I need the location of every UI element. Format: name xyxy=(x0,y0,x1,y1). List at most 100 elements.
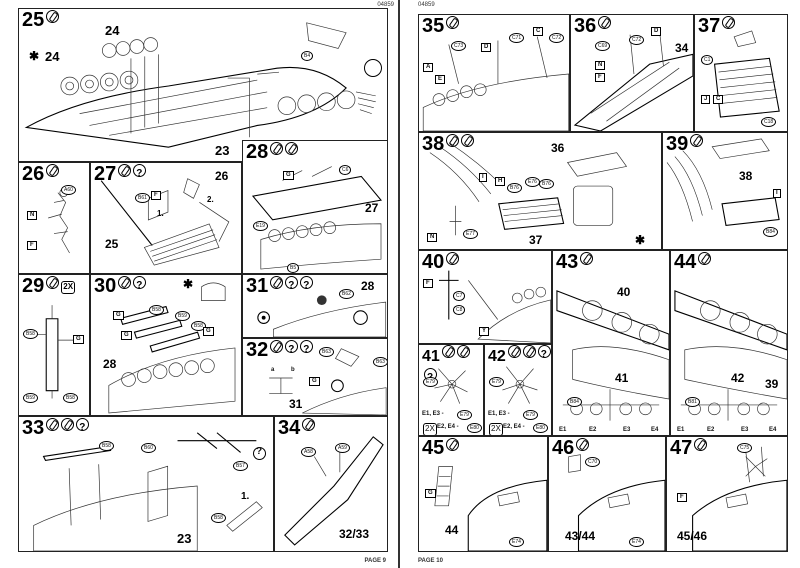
glue-icon xyxy=(456,345,470,358)
step-34-number: 34 xyxy=(278,417,316,439)
document-code: 04859 xyxy=(377,2,394,8)
part-ref: B59 xyxy=(175,311,190,321)
callout-part-36: 36 xyxy=(551,141,565,155)
step-45-number: 45 xyxy=(422,437,460,459)
callout-part-25: 25 xyxy=(105,237,119,251)
step-31-number: 31 xyxy=(246,275,314,297)
engine-e2-label: E2 xyxy=(589,427,597,433)
callout-part-28: 28 xyxy=(103,357,117,371)
question-icon xyxy=(537,345,551,366)
step-39-panel: 39 38 B84 I xyxy=(662,132,788,250)
callout-part-40: 40 xyxy=(617,285,631,299)
glue-icon xyxy=(61,418,75,431)
callout-part-26: 26 xyxy=(215,169,229,183)
glue-icon xyxy=(507,345,521,358)
part-ref: E74 xyxy=(629,537,644,547)
step-44-number: 44 xyxy=(674,251,712,273)
callout-part-32-33: 32/33 xyxy=(339,527,370,541)
step-30-panel: 30 ✱ 28 B58 B59 B58 G G G xyxy=(90,274,242,416)
part-ref: B5 xyxy=(287,263,300,273)
part-ref: E80 xyxy=(467,423,482,433)
part-ref: A60 xyxy=(61,185,76,195)
engine-label: E1, E3 - xyxy=(422,411,444,417)
glue-icon xyxy=(270,276,284,289)
part-ref: E19 xyxy=(253,221,268,231)
question-icon xyxy=(285,275,299,297)
step-45-panel: 45 44 E74 G xyxy=(418,436,548,552)
glue-icon xyxy=(446,134,460,147)
step-42-drawing xyxy=(502,366,538,404)
callout-part-37: 37 xyxy=(529,233,543,247)
step-27-panel: 27 26 25 1. 2. B61 F xyxy=(90,162,242,274)
engine-e4-label: E4 xyxy=(769,427,777,433)
part-ref: C7 xyxy=(453,291,466,301)
part-ref: B63 xyxy=(319,347,334,357)
question-icon xyxy=(300,275,314,297)
marker-tag: G xyxy=(73,335,84,344)
step-38-panel: 38 36 37 ✱ B76 E77 E76 B76 N I H xyxy=(418,132,662,250)
glue-icon xyxy=(46,276,60,289)
callout-part-23: 23 xyxy=(177,531,192,546)
step-34-panel: 34 32/33 A58 A59 xyxy=(274,416,388,552)
step-35-panel: 35 C73 C71 C72 A D C E xyxy=(418,14,570,132)
marker-tag: G xyxy=(121,331,132,340)
part-ref: A59 xyxy=(335,443,350,453)
part-ref: C72 xyxy=(549,33,565,43)
step-33-drawing xyxy=(33,432,263,551)
step-37-number: 37 xyxy=(698,15,736,37)
step-43-drawing xyxy=(556,290,669,421)
asterisk-mark: ✱ xyxy=(183,277,194,291)
step-33-number: 33 xyxy=(22,417,90,439)
step-35-number: 35 xyxy=(422,15,460,37)
callout-part-24: 24 xyxy=(45,49,60,64)
callout-part-38: 38 xyxy=(739,169,753,183)
step-37-panel: 37 C1 C18 J C xyxy=(694,14,788,132)
times-two-badge: 2X xyxy=(489,423,503,435)
step-45-drawing xyxy=(434,466,547,551)
question-icon xyxy=(76,417,90,439)
part-ref: B58 xyxy=(99,441,114,451)
part-ref: B57 xyxy=(233,461,248,471)
callout-part-45-46: 45/46 xyxy=(677,529,708,543)
part-ref: B76 xyxy=(539,179,554,189)
step-32-panel: 32 31 a b B63 B63 G xyxy=(242,338,388,416)
times-two-badge: 2X xyxy=(61,281,76,294)
asterisk-mark: ✱ xyxy=(635,233,646,247)
part-ref: B58 xyxy=(191,321,206,331)
marker-tag: F xyxy=(151,191,161,200)
page-number: PAGE 9 xyxy=(364,558,386,564)
question-icon xyxy=(300,339,314,361)
marker-tag: A xyxy=(423,63,434,72)
callout-part-43-44: 43/44 xyxy=(565,529,596,543)
part-ref: E79 xyxy=(457,410,472,420)
glue-icon xyxy=(694,438,708,451)
glue-icon xyxy=(580,252,594,265)
part-ref: B61 xyxy=(135,193,150,203)
step-38-number: 38 xyxy=(422,133,475,155)
part-ref: A58 xyxy=(301,447,316,457)
asterisk-mark: ✱ xyxy=(29,49,40,63)
engine-e3-label: E3 xyxy=(741,427,749,433)
marker-tag: J xyxy=(701,95,711,104)
callout-part-27: 27 xyxy=(365,201,379,215)
part-ref: E79 xyxy=(489,377,504,387)
step-28-panel: 28 27 C6 E19 B5 G xyxy=(242,140,388,274)
glue-icon xyxy=(270,142,284,155)
right-page: 04859 35 C73 C71 C72 A D C E 36 34 C69 C… xyxy=(400,0,800,568)
step-25-number: 25 xyxy=(22,9,60,31)
part-ref: C75 xyxy=(737,443,753,453)
callout-part-42: 42 xyxy=(731,371,745,385)
step-43-panel: 43 40 41 E1 E2 E3 E4 B84 xyxy=(552,250,670,436)
part-ref: C70 xyxy=(585,457,601,467)
question-icon xyxy=(285,339,299,361)
callout-part-39: 39 xyxy=(765,377,779,391)
part-ref: B84 xyxy=(763,227,778,237)
step-34-drawing xyxy=(284,436,384,546)
part-ref: B62 xyxy=(339,289,354,299)
marker-tag: F xyxy=(27,241,37,250)
step-42-panel: 42 E79 E1, E3 - E79 2X E2, E4 - E80 xyxy=(484,344,552,436)
step-47-drawing xyxy=(692,446,787,551)
callout-part-28: 28 xyxy=(361,279,375,293)
marker-tag: H xyxy=(495,177,506,186)
step-25-drawing xyxy=(24,22,376,148)
